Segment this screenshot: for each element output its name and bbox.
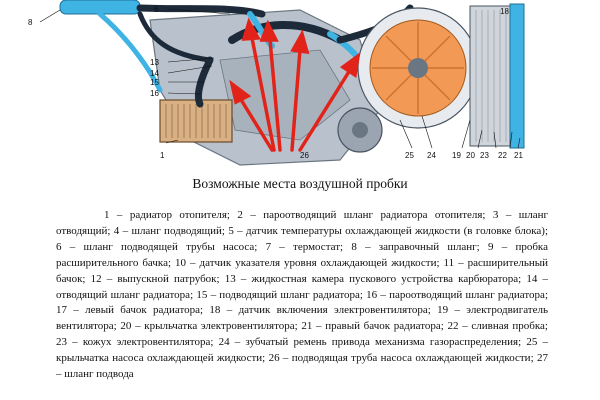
hose-dark-4 [137,11,213,63]
pump-pulley-hub [352,122,368,138]
callout-13: 13 [150,58,159,67]
callout-15: 15 [150,78,159,87]
callout-8: 8 [28,18,33,27]
hose-dark-3 [194,56,214,108]
callout-6: 6 [154,5,159,14]
callout-26: 26 [300,151,309,160]
fan-hub [408,58,428,78]
figure-legend: 1 – радиатор отопителя; 2 – пароотводящи… [56,209,548,381]
cooling-system-diagram: 6 8 13 14 15 16 1 26 25 24 19 20 23 22 2… [0,0,600,172]
callout-1: 1 [160,151,165,160]
callout-14: 14 [150,69,159,78]
cooling-radiator [469,3,525,149]
callout-20: 20 [466,151,475,160]
hose-light-1 [97,11,163,93]
callout-16: 16 [150,89,159,98]
callout-19: 19 [452,151,461,160]
callout-23: 23 [480,151,489,160]
heater-radiator [159,99,233,143]
airlock-arrows [229,17,361,152]
callout-18: 18 [500,7,509,16]
callout-22: 22 [498,151,507,160]
callout-25: 25 [405,151,414,160]
figure-caption: Возможные места воздушной пробки [192,176,408,191]
callout-21: 21 [514,151,523,160]
callout-24: 24 [427,151,436,160]
